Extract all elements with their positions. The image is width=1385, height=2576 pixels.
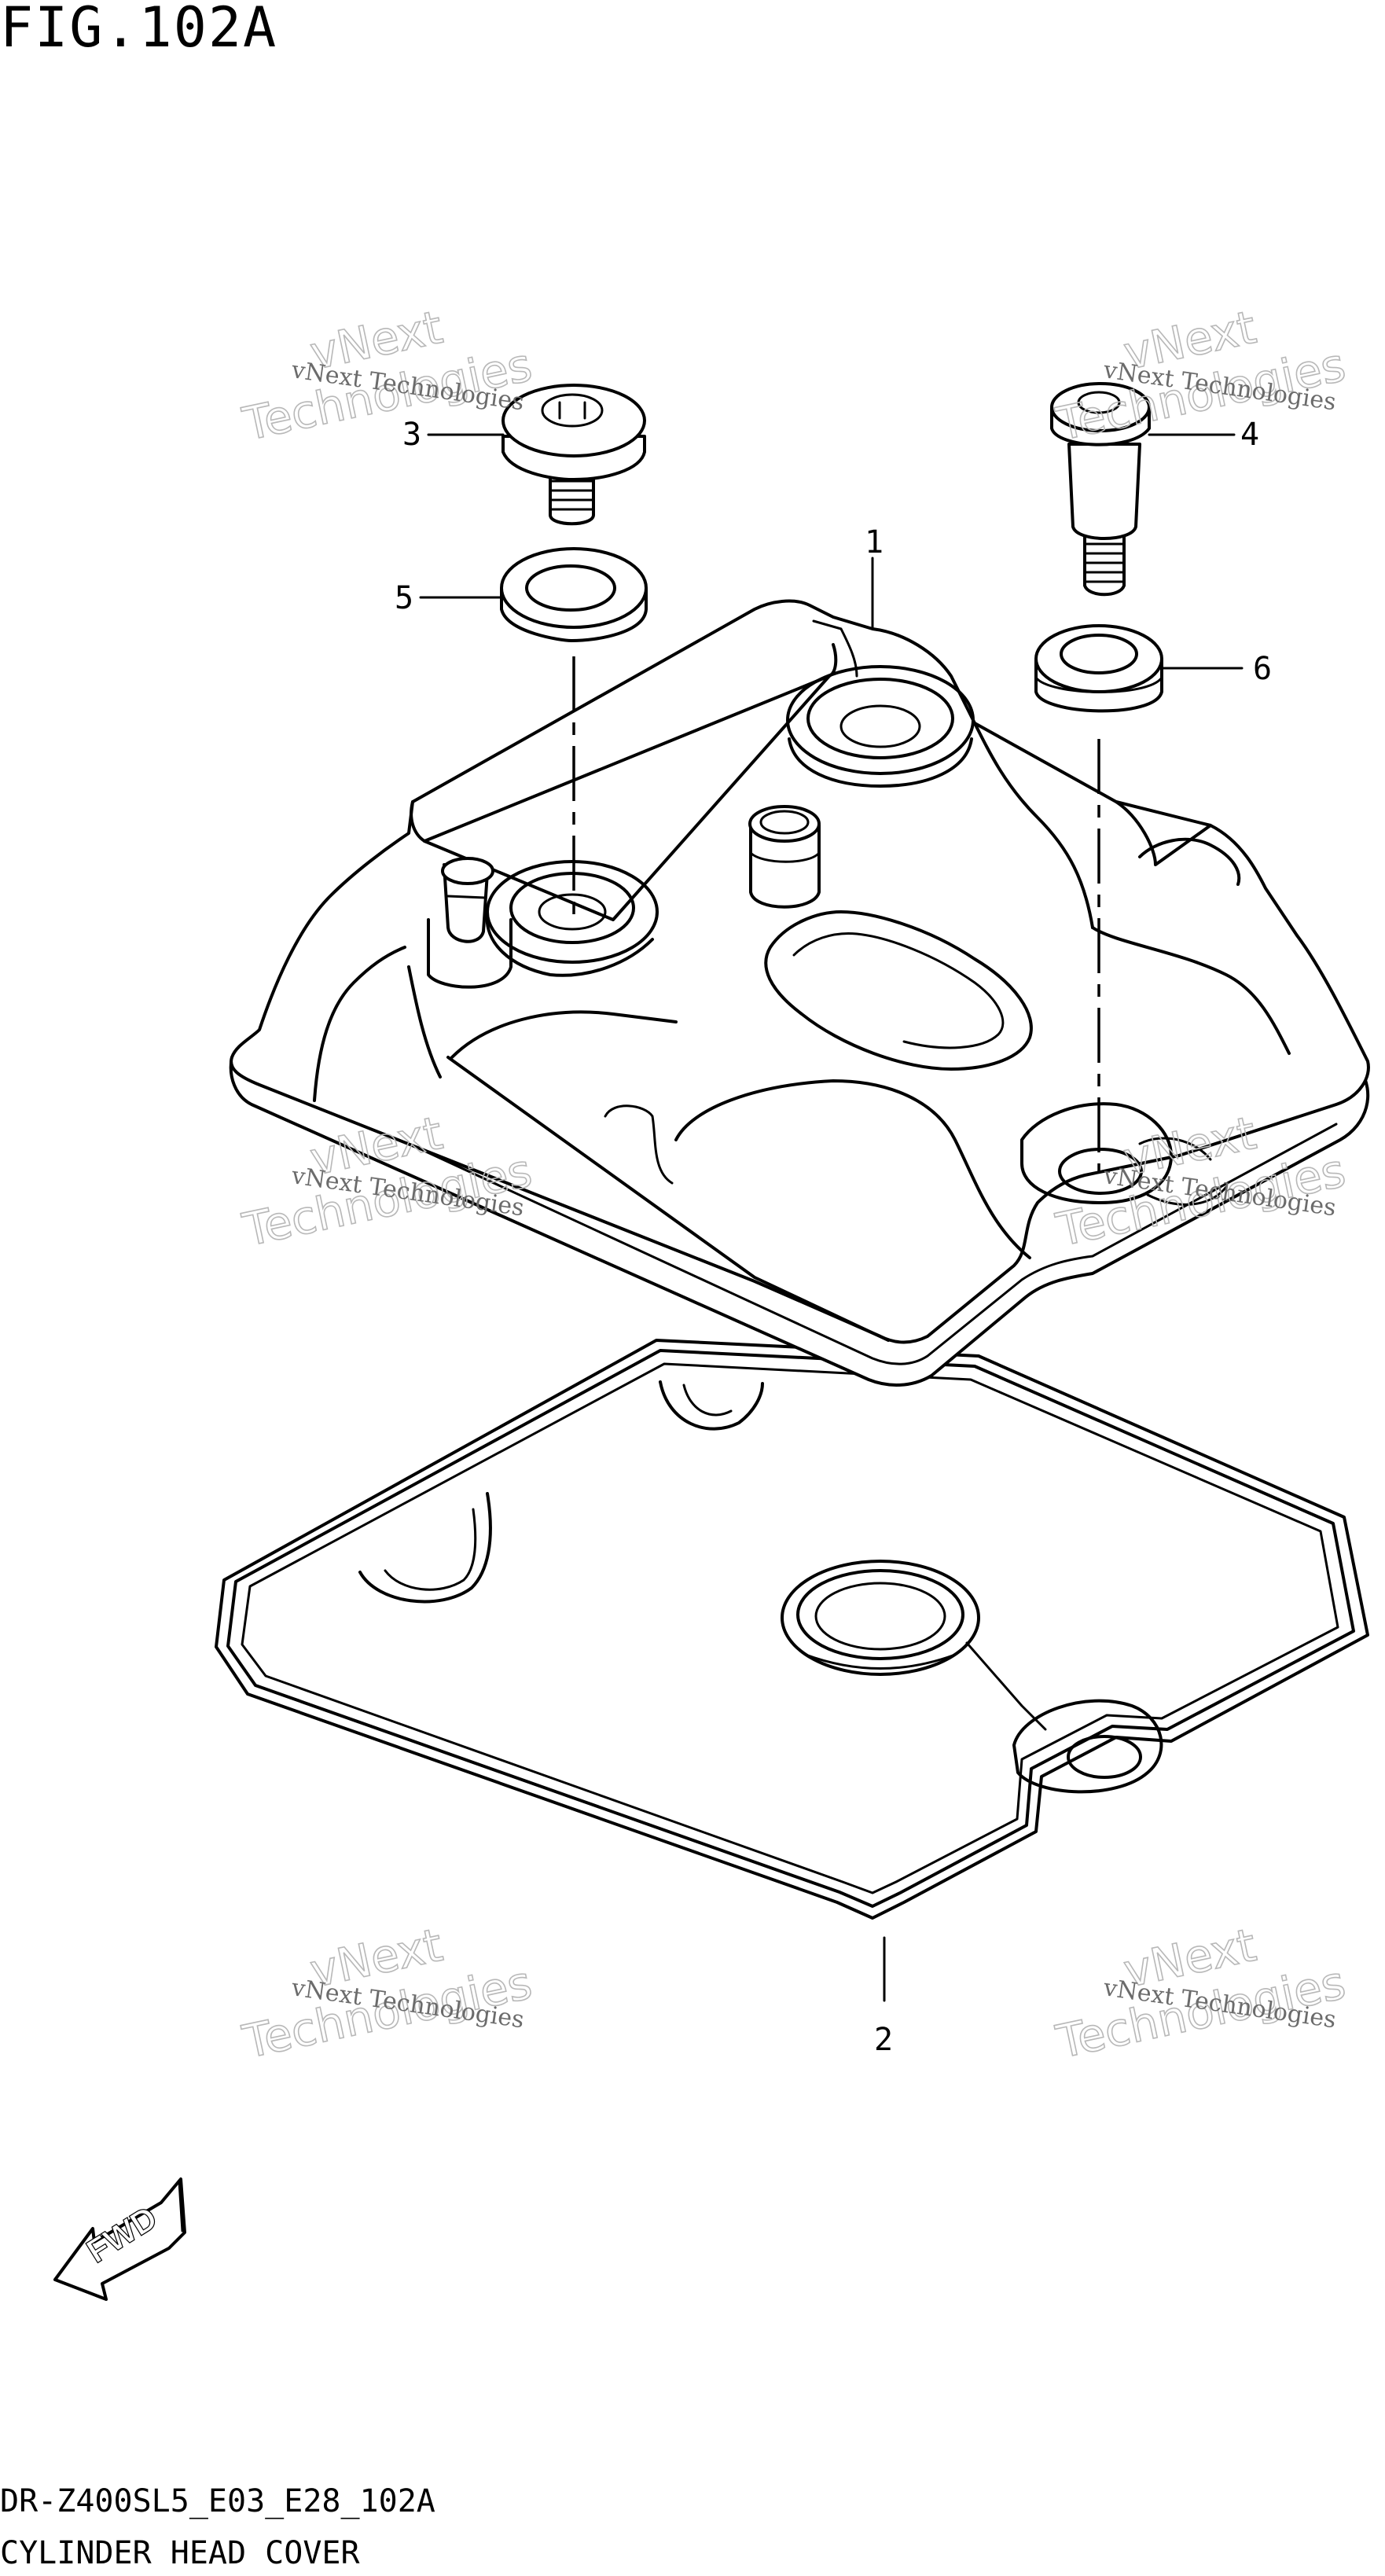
model-code: DR-Z400SL5_E03_E28_102A: [0, 2483, 435, 2519]
callout-2: 2: [874, 2022, 893, 2058]
watermark-bottom-right: vNext Technologies vNext Technologies: [1051, 1917, 1350, 2070]
forward-arrow-icon: [53, 2177, 186, 2301]
callout-5: 5: [395, 580, 413, 616]
callout-3: 3: [402, 417, 421, 453]
figure-title: FIG.102A: [0, 0, 278, 60]
leader-lines: [419, 433, 1244, 2002]
callout-1: 1: [865, 524, 884, 560]
cylinder-head-cover-gasket: [215, 1339, 1369, 1920]
watermark-bottom-left: vNext Technologies vNext Technologies: [237, 1917, 537, 2070]
cylinder-head-cover: [229, 599, 1370, 1387]
figure-name: CYLINDER HEAD COVER: [0, 2535, 360, 2571]
callout-4: 4: [1240, 417, 1259, 453]
gasket-ring: [500, 547, 648, 642]
grommet: [1034, 624, 1163, 713]
shoulder-bolt: [1050, 382, 1151, 597]
flanged-bolt: [501, 384, 646, 526]
fwd-direction-badge: FWD: [53, 2177, 186, 2301]
watermark-top-left: vNext Technologies vNext Technologies: [237, 299, 537, 452]
watermark-top-right: vNext Technologies vNext Technologies: [1051, 299, 1350, 452]
callout-6: 6: [1253, 651, 1272, 687]
